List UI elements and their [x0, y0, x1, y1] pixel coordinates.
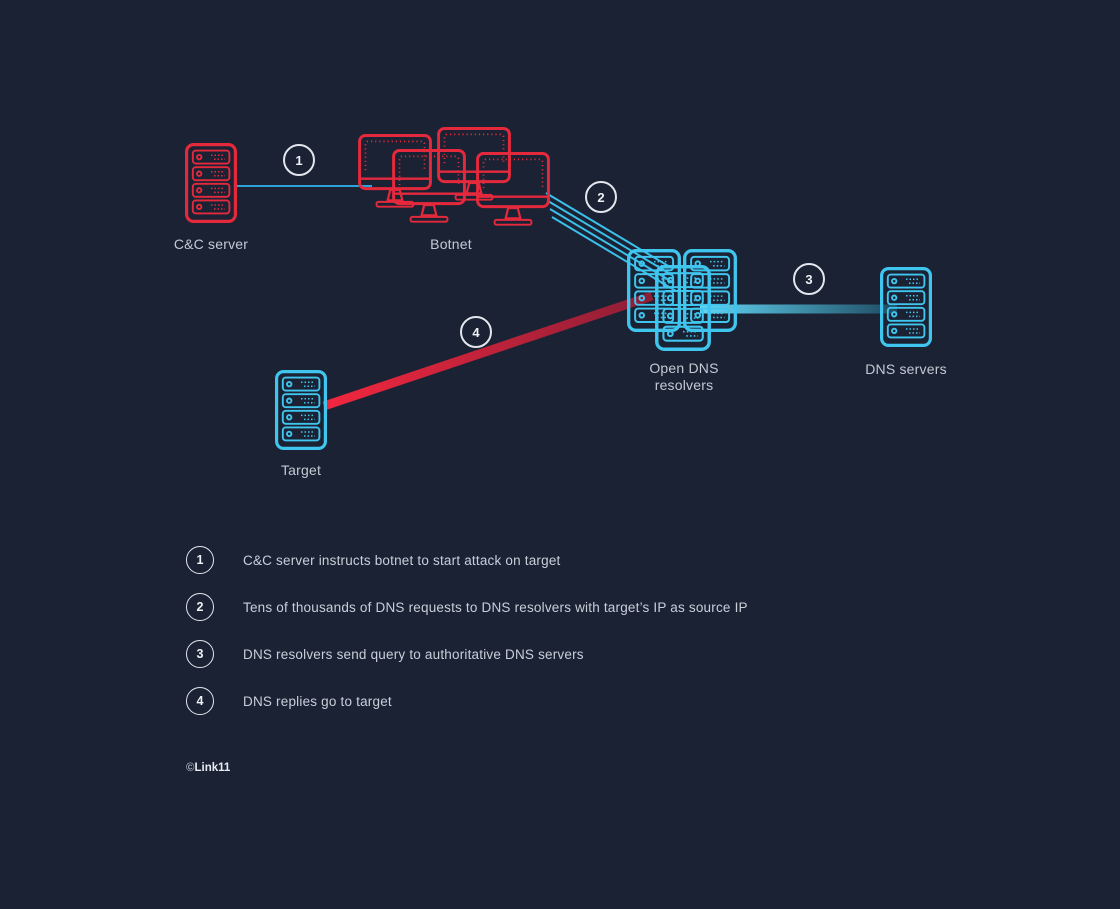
step-badge-1: 1: [283, 144, 315, 176]
server-rack-icon: [185, 143, 237, 223]
copyright-symbol: ©: [186, 762, 195, 774]
step-badge-3: 3: [793, 263, 825, 295]
line-resolvers-to-target: [322, 291, 654, 411]
legend-item-text: DNS replies go to target: [243, 693, 392, 709]
legend-item: 3 DNS resolvers send query to authoritat…: [186, 640, 748, 668]
legend-number-badge: 3: [186, 640, 214, 668]
open-dns-resolvers-label: Open DNS resolvers: [649, 360, 719, 393]
target-label: Target: [280, 462, 322, 478]
server-rack-icon: [275, 370, 327, 450]
target-node: [275, 370, 327, 450]
dns-servers-label: DNS servers: [865, 361, 947, 377]
legend-item-text: C&C server instructs botnet to start att…: [243, 552, 561, 568]
copyright-brand: ©Link11: [186, 762, 230, 774]
legend-number-badge: 2: [186, 593, 214, 621]
legend-item: 2 Tens of thousands of DNS requests to D…: [186, 593, 748, 621]
legend-number-badge: 4: [186, 687, 214, 715]
legend-item: 1 C&C server instructs botnet to start a…: [186, 546, 748, 574]
legend: 1 C&C server instructs botnet to start a…: [186, 546, 748, 734]
server-rack-icon: [655, 265, 711, 351]
legend-number-badge: 1: [186, 546, 214, 574]
desktop-monitor-icon: [476, 152, 550, 228]
legend-item-text: DNS resolvers send query to authoritativ…: [243, 646, 584, 662]
legend-item: 4 DNS replies go to target: [186, 687, 748, 715]
step-badge-4: 4: [460, 316, 492, 348]
desktop-monitor-icon: [392, 149, 466, 225]
cnc-server-node: [185, 143, 237, 223]
step-badge-2: 2: [585, 181, 617, 213]
botnet-label: Botnet: [430, 236, 472, 252]
brand-name: Link11: [194, 762, 231, 774]
server-rack-icon: [880, 267, 932, 347]
dns-servers-node: [880, 267, 932, 347]
cnc-server-label: C&C server: [173, 236, 249, 252]
legend-item-text: Tens of thousands of DNS requests to DNS…: [243, 599, 748, 615]
